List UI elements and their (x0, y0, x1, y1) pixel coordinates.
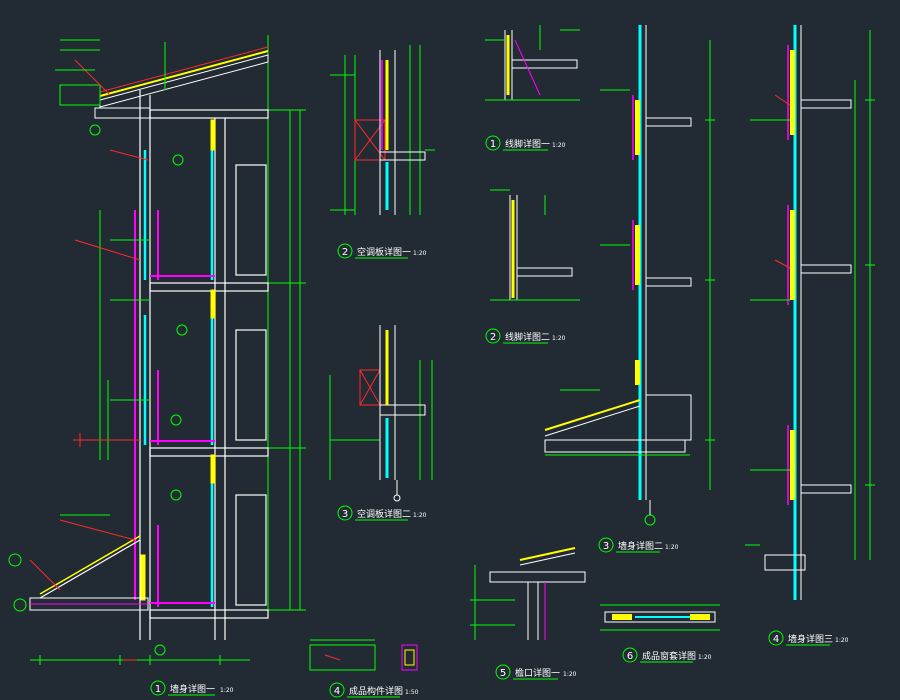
detail-scale: 1:20 (552, 142, 566, 149)
detail-title-ac-2: 3 空调板详图二 1:20 (337, 505, 427, 521)
detail-number-circle (329, 682, 345, 698)
dimension-lines (30, 35, 306, 665)
wall-section-2 (544, 25, 715, 526)
roof-eave-top (59, 46, 269, 119)
insulation (140, 119, 216, 601)
detail-scale: 1:20 (413, 512, 427, 519)
detail-number-circle (495, 664, 511, 680)
detail-title: 墙身详图二 (618, 540, 663, 552)
moulding-detail-2 (490, 189, 580, 301)
detail-number: 2 (490, 332, 496, 343)
moulding-detail-1 (485, 25, 580, 101)
detail-scale: 1:20 (552, 335, 566, 342)
detail-number-circle (485, 135, 501, 151)
prefab-component-detail (309, 639, 418, 671)
detail-number-circle (337, 243, 353, 259)
detail-number-circle (337, 505, 353, 521)
detail-scale: 1:20 (563, 671, 577, 678)
ac-panel-detail-2 (329, 325, 433, 502)
frames (134, 210, 215, 607)
detail-number: 3 (342, 509, 348, 520)
detail-number-circle (622, 647, 638, 663)
detail-title-ac-1: 2 空调板详图一 1:20 (337, 243, 427, 259)
detail-scale: 1:20 (665, 544, 679, 551)
wall-outline (139, 90, 269, 640)
detail-title-wall-3: 4 墙身详图三 1:20 (768, 630, 849, 646)
ac-panel-detail-1 (330, 45, 435, 215)
detail-scale: 1:20 (220, 687, 234, 694)
detail-number: 6 (627, 651, 633, 662)
detail-number: 4 (334, 686, 340, 697)
detail-title: 线脚详图二 (505, 331, 550, 343)
detail-title: 空调板详图一 (357, 246, 411, 258)
detail-number: 5 (500, 668, 506, 679)
detail-number: 3 (603, 541, 609, 552)
leaders (29, 59, 149, 591)
detail-title-eave: 5 檐口详图一 1:20 (495, 664, 577, 680)
crosshair-marks (73, 433, 137, 661)
detail-title-moulding-1: 1 线脚详图一 1:20 (485, 135, 566, 151)
wall-section-3 (745, 25, 875, 600)
detail-number-circle (485, 328, 501, 344)
detail-scale: 1:50 (405, 689, 419, 696)
glazing (143, 150, 214, 607)
detail-title: 墙身详图一 (170, 683, 215, 695)
detail-title: 墙身详图三 (788, 633, 833, 645)
detail-number: 1 (155, 684, 161, 695)
detail-title-wall-1: 1 墙身详图一 1:20 (150, 680, 234, 696)
detail-title: 成品窗套详图 (642, 650, 696, 662)
detail-number-circle (598, 537, 614, 553)
detail-scale: 1:20 (835, 637, 849, 644)
window-frame-detail (600, 604, 720, 631)
detail-number: 2 (342, 247, 348, 258)
detail-title: 檐口详图一 (515, 667, 560, 679)
detail-title-moulding-2: 2 线脚详图二 1:20 (485, 328, 566, 344)
detail-title: 成品构件详图 (349, 685, 403, 697)
detail-number: 4 (773, 634, 779, 645)
detail-title-wall-2: 3 墙身详图二 1:20 (598, 537, 679, 553)
annotation-marks (8, 39, 188, 656)
eave-detail (470, 547, 586, 640)
bottom-canopy (29, 535, 149, 611)
detail-scale: 1:20 (413, 250, 427, 257)
detail-title-prefab: 4 成品构件详图 1:50 (329, 682, 419, 698)
wall-section-1 (8, 35, 306, 665)
detail-title: 空调板详图二 (357, 508, 411, 520)
detail-number-circle (150, 680, 166, 696)
detail-number-circle (768, 630, 784, 646)
detail-title-window-frame: 6 成品窗套详图 1:20 (622, 647, 712, 663)
detail-number: 1 (490, 139, 496, 150)
detail-scale: 1:20 (698, 654, 712, 661)
detail-title: 线脚详图一 (505, 138, 550, 150)
